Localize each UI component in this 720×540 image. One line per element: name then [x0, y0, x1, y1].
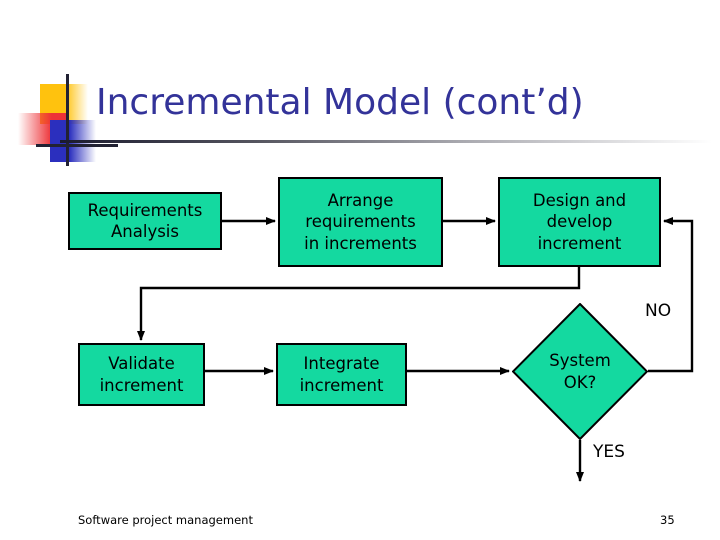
node-integrate-increment[interactable]: Integrate increment: [276, 343, 407, 406]
footer-text: Software project management: [78, 513, 253, 527]
page-number: 35: [660, 513, 675, 527]
edge-design-to-validate: [137, 267, 581, 341]
edge-system-ok-no-to-design: [648, 217, 694, 373]
edge-label-yes: YES: [593, 442, 625, 462]
node-validate-increment[interactable]: Validate increment: [78, 343, 205, 406]
page-title: Incremental Model (cont’d): [96, 82, 584, 123]
node-validate-increment-label: Validate increment: [99, 354, 184, 395]
diamond-shape: [512, 303, 648, 440]
node-requirements-analysis-label: Requirements Analysis: [87, 200, 203, 241]
node-system-ok-decision[interactable]: System OK?: [512, 303, 648, 440]
edge-label-no: NO: [645, 301, 672, 321]
node-integrate-increment-label: Integrate increment: [299, 354, 384, 395]
title-divider: [60, 140, 712, 143]
node-arrange-requirements-label: Arrange requirements in increments: [304, 191, 417, 253]
node-system-ok-label: System OK?: [549, 351, 611, 392]
node-design-develop-increment[interactable]: Design and develop increment: [498, 177, 661, 267]
node-design-develop-increment-label: Design and develop increment: [532, 191, 627, 253]
node-arrange-requirements[interactable]: Arrange requirements in increments: [278, 177, 443, 267]
node-requirements-analysis[interactable]: Requirements Analysis: [68, 192, 222, 250]
